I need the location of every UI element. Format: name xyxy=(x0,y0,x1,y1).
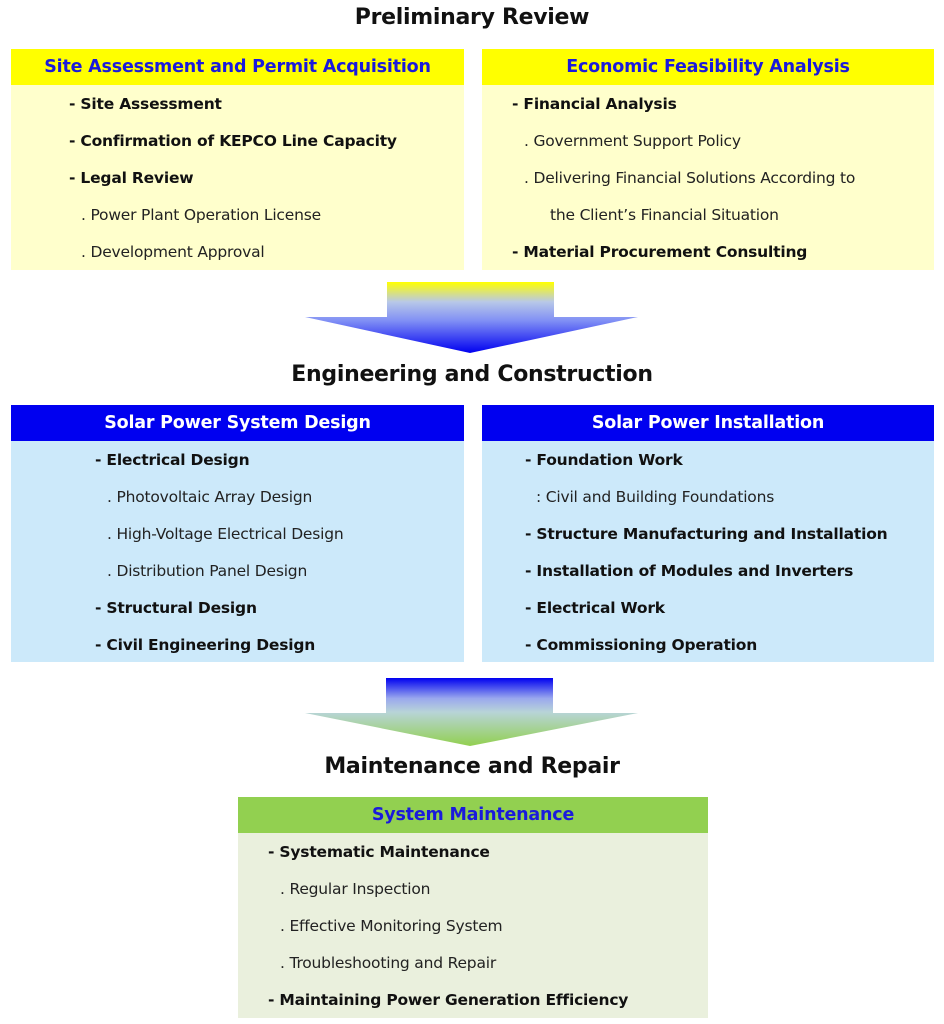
list-item: . Distribution Panel Design xyxy=(107,562,308,580)
box-header: Solar Power Installation xyxy=(482,405,934,441)
list-item: . Troubleshooting and Repair xyxy=(280,954,497,972)
list-item: - Electrical Work xyxy=(525,599,665,617)
stage-title-preliminary-review: Preliminary Review xyxy=(354,5,590,30)
list-item: - Financial Analysis xyxy=(512,95,677,113)
list-item: - Commissioning Operation xyxy=(525,636,758,654)
down-arrow-icon xyxy=(305,282,638,353)
box-economic-feasibility: Economic Feasibility Analysis - Financia… xyxy=(482,49,934,270)
box-body: - Financial Analysis . Government Suppor… xyxy=(482,85,934,270)
list-item: : Civil and Building Foundations xyxy=(536,488,775,506)
box-header: Solar Power System Design xyxy=(11,405,464,441)
box-body: - Site Assessment - Confirmation of KEPC… xyxy=(11,85,464,270)
list-item: . Regular Inspection xyxy=(280,880,431,898)
box-body: - Systematic Maintenance . Regular Inspe… xyxy=(238,833,708,1018)
box-header: Economic Feasibility Analysis xyxy=(482,49,934,85)
down-arrow-icon xyxy=(305,678,638,746)
list-item: - Civil Engineering Design xyxy=(95,636,316,654)
list-item: . Photovoltaic Array Design xyxy=(107,488,313,506)
list-item: - Foundation Work xyxy=(525,451,683,469)
list-item: . Effective Monitoring System xyxy=(280,917,503,935)
list-item: . High-Voltage Electrical Design xyxy=(107,525,344,543)
list-item: . Power Plant Operation License xyxy=(81,206,321,224)
list-item: - Structural Design xyxy=(95,599,257,617)
box-installation: Solar Power Installation - Foundation Wo… xyxy=(482,405,934,662)
list-item: - Site Assessment xyxy=(69,95,222,113)
box-header: Site Assessment and Permit Acquisition xyxy=(11,49,464,85)
list-item: . Development Approval xyxy=(81,243,265,261)
list-item: . Delivering Financial Solutions Accordi… xyxy=(524,169,856,187)
list-item: - Systematic Maintenance xyxy=(268,843,490,861)
list-item: - Confirmation of KEPCO Line Capacity xyxy=(69,132,397,150)
list-item: - Structure Manufacturing and Installati… xyxy=(525,525,888,543)
list-item: . Government Support Policy xyxy=(524,132,741,150)
box-system-maintenance: System Maintenance - Systematic Maintena… xyxy=(238,797,708,1018)
list-item: - Material Procurement Consulting xyxy=(512,243,808,261)
box-site-assessment: Site Assessment and Permit Acquisition -… xyxy=(11,49,464,270)
list-item: - Maintaining Power Generation Efficienc… xyxy=(268,991,629,1009)
list-item: - Legal Review xyxy=(69,169,194,187)
list-item: - Electrical Design xyxy=(95,451,250,469)
stage-title-maintenance-repair: Maintenance and Repair xyxy=(324,754,620,779)
box-system-design: Solar Power System Design - Electrical D… xyxy=(11,405,464,662)
list-item: the Client’s Financial Situation xyxy=(550,206,779,224)
box-body: - Electrical Design . Photovoltaic Array… xyxy=(11,441,464,662)
box-body: - Foundation Work : Civil and Building F… xyxy=(482,441,934,662)
stage-title-engineering-construction: Engineering and Construction xyxy=(291,362,653,387)
list-item: - Installation of Modules and Inverters xyxy=(525,562,854,580)
box-header: System Maintenance xyxy=(238,797,708,833)
